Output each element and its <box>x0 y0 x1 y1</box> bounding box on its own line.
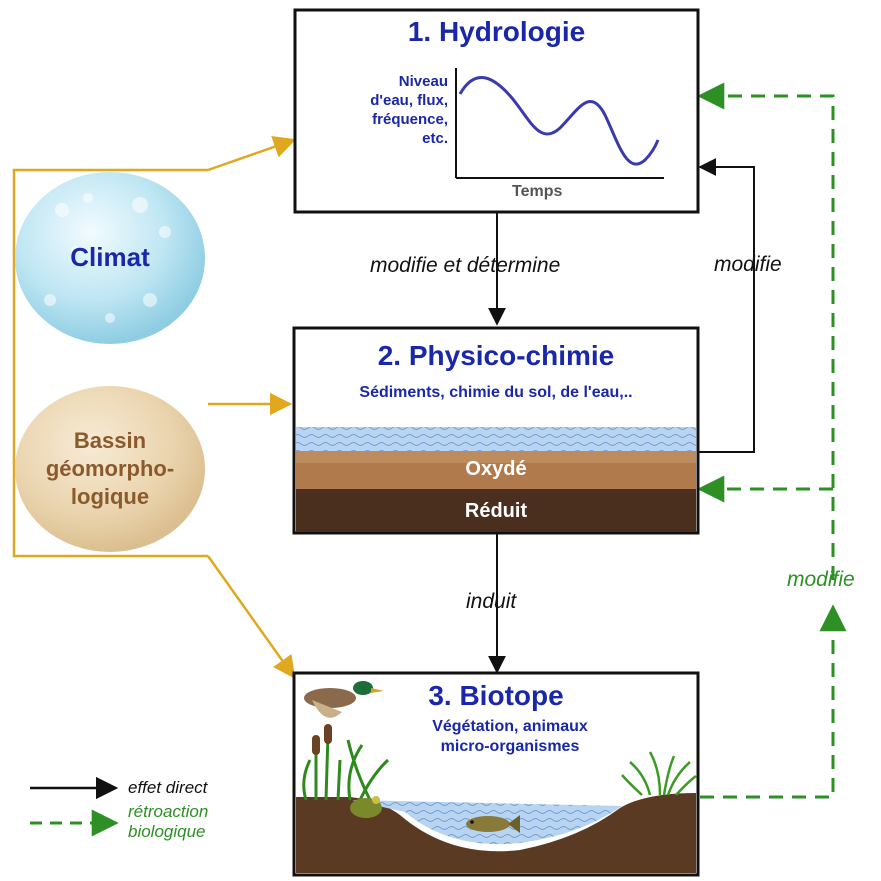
fish-icon <box>466 815 520 833</box>
duck-icon <box>304 681 384 718</box>
arrow-feedback-biotope <box>700 604 847 799</box>
biotope-subtitle-line: micro-organismes <box>440 738 580 755</box>
bassin-bubble <box>15 386 205 552</box>
water-layer <box>296 427 696 451</box>
driver-bracket <box>12 168 208 558</box>
label-modifie-et-determine: modifie et détermine <box>370 254 561 277</box>
climat-label: Climat <box>70 242 150 272</box>
hydro-y-label-line: Niveau <box>398 73 448 90</box>
arrow-drivers-to-biotope <box>206 555 296 679</box>
legend-direct-label: effet direct <box>128 778 208 797</box>
biotope-title: 3. Biotope <box>428 680 564 711</box>
physicochimie-subtitle: Sédiments, chimie du sol, de l'eau,.. <box>359 384 633 401</box>
legend-feedback-line: biologique <box>128 822 206 841</box>
arrow-physico-modifies-hydro <box>698 158 755 453</box>
hydro-y-label: Niveau d'eau, flux, fréquence, etc. <box>330 72 448 148</box>
layer-oxyde-label: Oxydé <box>465 458 527 480</box>
biotope-subtitle-line: Végétation, animaux <box>432 718 588 735</box>
physicochimie-title: 2. Physico-chimie <box>377 340 615 371</box>
oxide-gradient <box>296 451 696 463</box>
bassin-label: Bassin géomorpho- logique <box>15 427 205 511</box>
hydrologie-title: 1. Hydrologie <box>407 16 586 47</box>
label-modifie-green: modifie <box>787 568 855 591</box>
label-modifie-black: modifie <box>714 253 782 276</box>
biotope-soil <box>296 793 696 873</box>
bassin-label-line: logique <box>70 484 150 509</box>
reed-icon <box>302 733 390 801</box>
hydro-y-label-line: d'eau, flux, <box>370 92 448 109</box>
cattail-heads <box>312 724 332 755</box>
bassin-label-line: géomorpho- <box>45 456 175 481</box>
hydro-x-label: Temps <box>512 183 563 200</box>
hydro-y-label-line: etc. <box>422 130 448 147</box>
arrow-feedback-to-hydro <box>697 82 835 580</box>
reduced-layer <box>296 489 696 532</box>
label-induit: induit <box>466 590 517 613</box>
arrow-drivers-to-hydrologie <box>207 136 297 172</box>
frog-icon <box>350 796 382 818</box>
hydro-curve <box>458 76 660 166</box>
bassin-label-line: Bassin <box>73 428 147 453</box>
layer-reduit-label: Réduit <box>464 500 528 522</box>
hydro-y-label-line: fréquence, <box>372 111 448 128</box>
climat-droplets <box>44 193 171 323</box>
grass-icon <box>621 751 697 796</box>
legend-feedback-label: rétroaction biologique <box>128 802 208 842</box>
legend-feedback-line: rétroaction <box>128 802 209 821</box>
biotope-subtitle: Végétation, animaux micro-organismes <box>360 717 660 757</box>
